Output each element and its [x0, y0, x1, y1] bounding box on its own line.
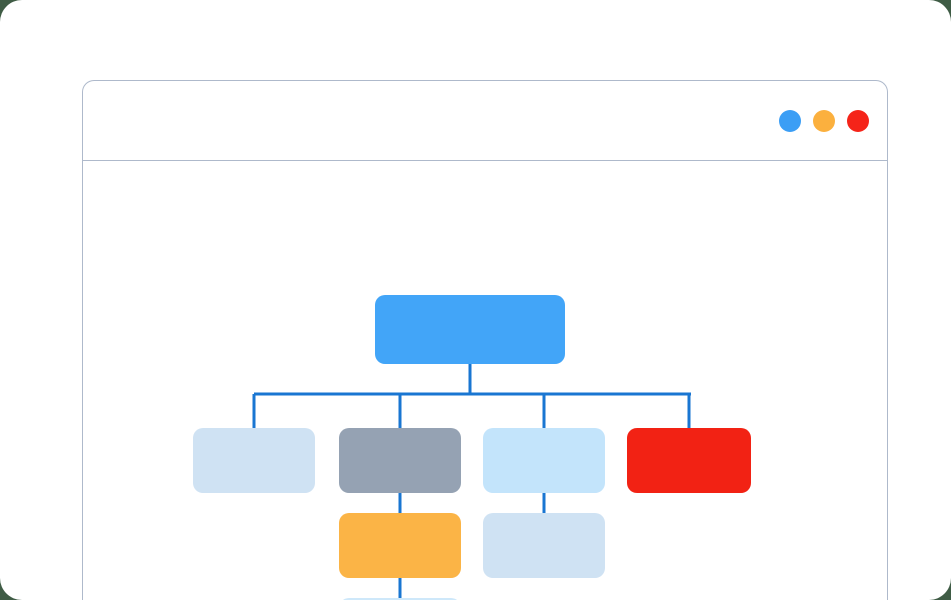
browser-window — [82, 80, 888, 600]
org-node-box[interactable] — [483, 428, 605, 493]
maximize-button[interactable] — [813, 109, 835, 132]
org-node-box[interactable] — [193, 428, 315, 493]
org-node-box[interactable] — [339, 428, 461, 493]
org-node-box[interactable] — [627, 428, 751, 493]
org-node-box[interactable] — [339, 513, 461, 578]
org-node-n2a[interactable] — [339, 513, 461, 578]
browser-title-bar — [83, 81, 887, 161]
org-node-n2[interactable] — [339, 428, 461, 493]
org-node-n1[interactable] — [193, 428, 315, 493]
org-chart-edges — [252, 364, 691, 598]
org-chart-nodes — [193, 295, 751, 600]
org-chart-canvas — [83, 162, 887, 600]
org-node-root[interactable] — [375, 295, 565, 364]
minimize-button[interactable] — [779, 109, 801, 132]
close-button[interactable] — [847, 109, 869, 132]
org-node-box[interactable] — [483, 513, 605, 578]
org-node-n4[interactable] — [627, 428, 751, 493]
org-node-n3[interactable] — [483, 428, 605, 493]
window-controls — [779, 109, 869, 132]
org-node-box[interactable] — [375, 295, 565, 364]
org-node-n3a[interactable] — [483, 513, 605, 578]
org-chart-svg — [193, 295, 751, 600]
